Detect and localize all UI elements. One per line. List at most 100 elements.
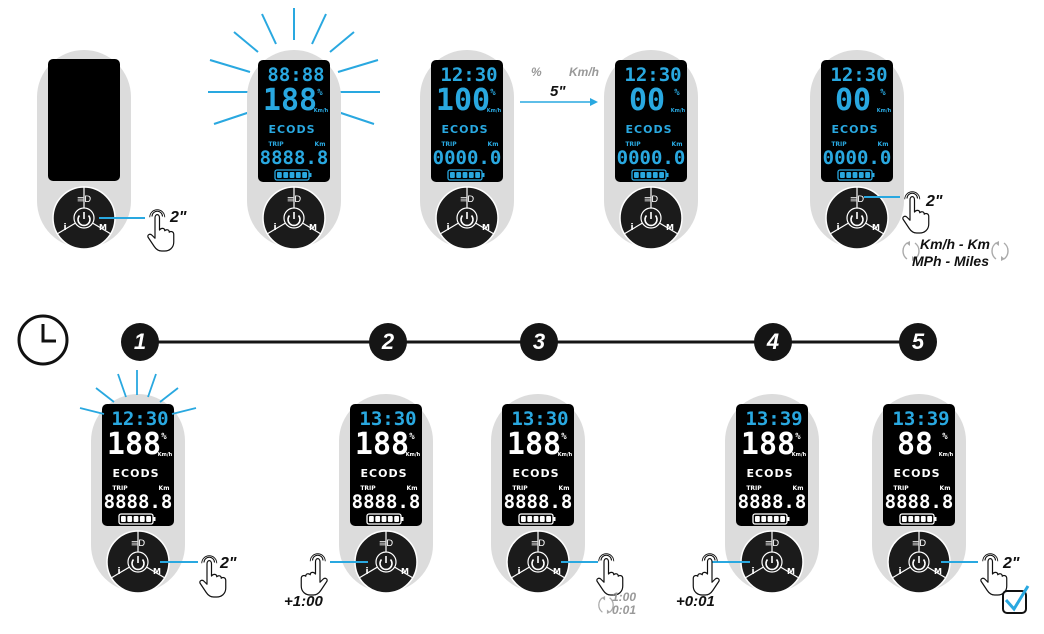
light-icon: ≡D xyxy=(850,195,865,205)
units-km-label: Km/h - Km xyxy=(920,236,990,252)
units-miles-label: MPh - Miles xyxy=(912,253,989,269)
lcd-kmh-unit: Km/h xyxy=(314,108,329,114)
lcd-screen xyxy=(502,404,574,526)
lcd-odometer: 8888.8 xyxy=(504,491,573,513)
lcd-modes: ECODS xyxy=(832,123,879,136)
lcd-speed: 00 xyxy=(835,83,871,118)
light-icon: ≡D xyxy=(531,539,546,549)
lcd-speed: 88 xyxy=(897,427,933,462)
lcd-percent-unit: % xyxy=(561,432,567,442)
lcd-trip: TRIP xyxy=(893,485,909,492)
lcd-percent-unit: % xyxy=(880,88,886,98)
lcd-km: Km xyxy=(940,485,951,492)
lcd-percent-unit: % xyxy=(942,432,948,442)
cycle-minute-label: 0:01 xyxy=(612,603,636,617)
info-button[interactable]: i xyxy=(273,223,276,233)
lcd-trip: TRIP xyxy=(512,485,528,492)
lcd-speed: 188 xyxy=(741,427,795,462)
lcd-modes: ECODS xyxy=(894,467,941,480)
lcd-kmh-unit: Km/h xyxy=(487,108,502,114)
lcd-odometer: 0000.0 xyxy=(823,147,892,169)
timeline-step-1: 1 xyxy=(121,323,159,361)
lcd-time: 13:39 xyxy=(745,408,802,430)
lcd-modes: ECODS xyxy=(626,123,673,136)
lcd-time: 88:88 xyxy=(267,64,324,86)
lcd-screen xyxy=(736,404,808,526)
lcd-odometer: 8888.8 xyxy=(352,491,421,513)
mode-button[interactable]: M xyxy=(482,223,490,232)
info-button[interactable]: i xyxy=(517,567,520,577)
hold-label-units: 2" xyxy=(925,193,943,210)
lcd-kmh-unit: Km/h xyxy=(558,452,573,458)
lcd-percent-unit: % xyxy=(317,88,323,98)
lcd-trip: TRIP xyxy=(625,141,641,148)
info-button[interactable]: i xyxy=(751,567,754,577)
lcd-time: 12:30 xyxy=(111,408,168,430)
mode-button[interactable]: M xyxy=(309,223,317,232)
lcd-odometer: 0000.0 xyxy=(433,147,502,169)
lcd-speed: 188 xyxy=(263,83,317,118)
mode-button[interactable]: M xyxy=(401,567,409,576)
lcd-screen xyxy=(883,404,955,526)
lcd-km: Km xyxy=(315,141,326,148)
lcd-speed: 188 xyxy=(107,427,161,462)
lcd-screen xyxy=(431,60,503,182)
mode-button[interactable]: M xyxy=(153,567,161,576)
cycle-hour-label: 1:00 xyxy=(612,590,636,604)
info-icon: i xyxy=(63,223,66,233)
lcd-odometer: 8888.8 xyxy=(260,147,329,169)
mode-button[interactable]: M xyxy=(666,223,674,232)
lcd-kmh-unit: Km/h xyxy=(406,452,421,458)
timeline-step-4: 4 xyxy=(754,323,792,361)
light-icon: ≡D xyxy=(287,195,302,205)
lcd-percent-unit: % xyxy=(409,432,415,442)
light-icon: ≡D xyxy=(460,195,475,205)
lcd-percent-unit: % xyxy=(161,432,167,442)
lcd-kmh-unit: Km/h xyxy=(792,452,807,458)
lcd-time: 13:30 xyxy=(359,408,416,430)
light-icon: ≡D xyxy=(379,539,394,549)
flash-rays-icon-small xyxy=(79,370,197,415)
lcd-screen xyxy=(258,60,330,182)
lcd-trip: TRIP xyxy=(268,141,284,148)
mode-button[interactable]: M xyxy=(787,567,795,576)
lcd-percent-unit: % xyxy=(674,88,680,98)
lcd-trip: TRIP xyxy=(831,141,847,148)
info-button[interactable]: i xyxy=(836,223,839,233)
lcd-km: Km xyxy=(407,485,418,492)
info-button[interactable]: i xyxy=(365,567,368,577)
lcd-km: Km xyxy=(159,485,170,492)
info-button[interactable]: i xyxy=(446,223,449,233)
lcd-modes: ECODS xyxy=(113,467,160,480)
mode-button[interactable]: M xyxy=(872,223,880,232)
info-button[interactable]: i xyxy=(117,567,120,577)
lcd-speed: 188 xyxy=(507,427,561,462)
light-icon: ≡D xyxy=(77,195,92,205)
mode-button[interactable]: M xyxy=(553,567,561,576)
lcd-modes: ECODS xyxy=(269,123,316,136)
lcd-odometer: 8888.8 xyxy=(104,491,173,513)
lcd-screen xyxy=(102,404,174,526)
light-icon: ≡D xyxy=(131,539,146,549)
info-button[interactable]: i xyxy=(630,223,633,233)
transition-kmh: Km/h xyxy=(569,65,599,79)
lcd-speed: 188 xyxy=(355,427,409,462)
info-button[interactable]: i xyxy=(898,567,901,577)
lcd-time: 12:30 xyxy=(440,64,497,86)
lcd-screen xyxy=(615,60,687,182)
lcd-modes: ECODS xyxy=(513,467,560,480)
lcd-percent-unit: % xyxy=(795,432,801,442)
lcd-speed: 00 xyxy=(629,83,665,118)
lcd-km: Km xyxy=(559,485,570,492)
mode-button[interactable]: M xyxy=(934,567,942,576)
lcd-trip: TRIP xyxy=(360,485,376,492)
hold-label-5: 2" xyxy=(1002,555,1020,572)
